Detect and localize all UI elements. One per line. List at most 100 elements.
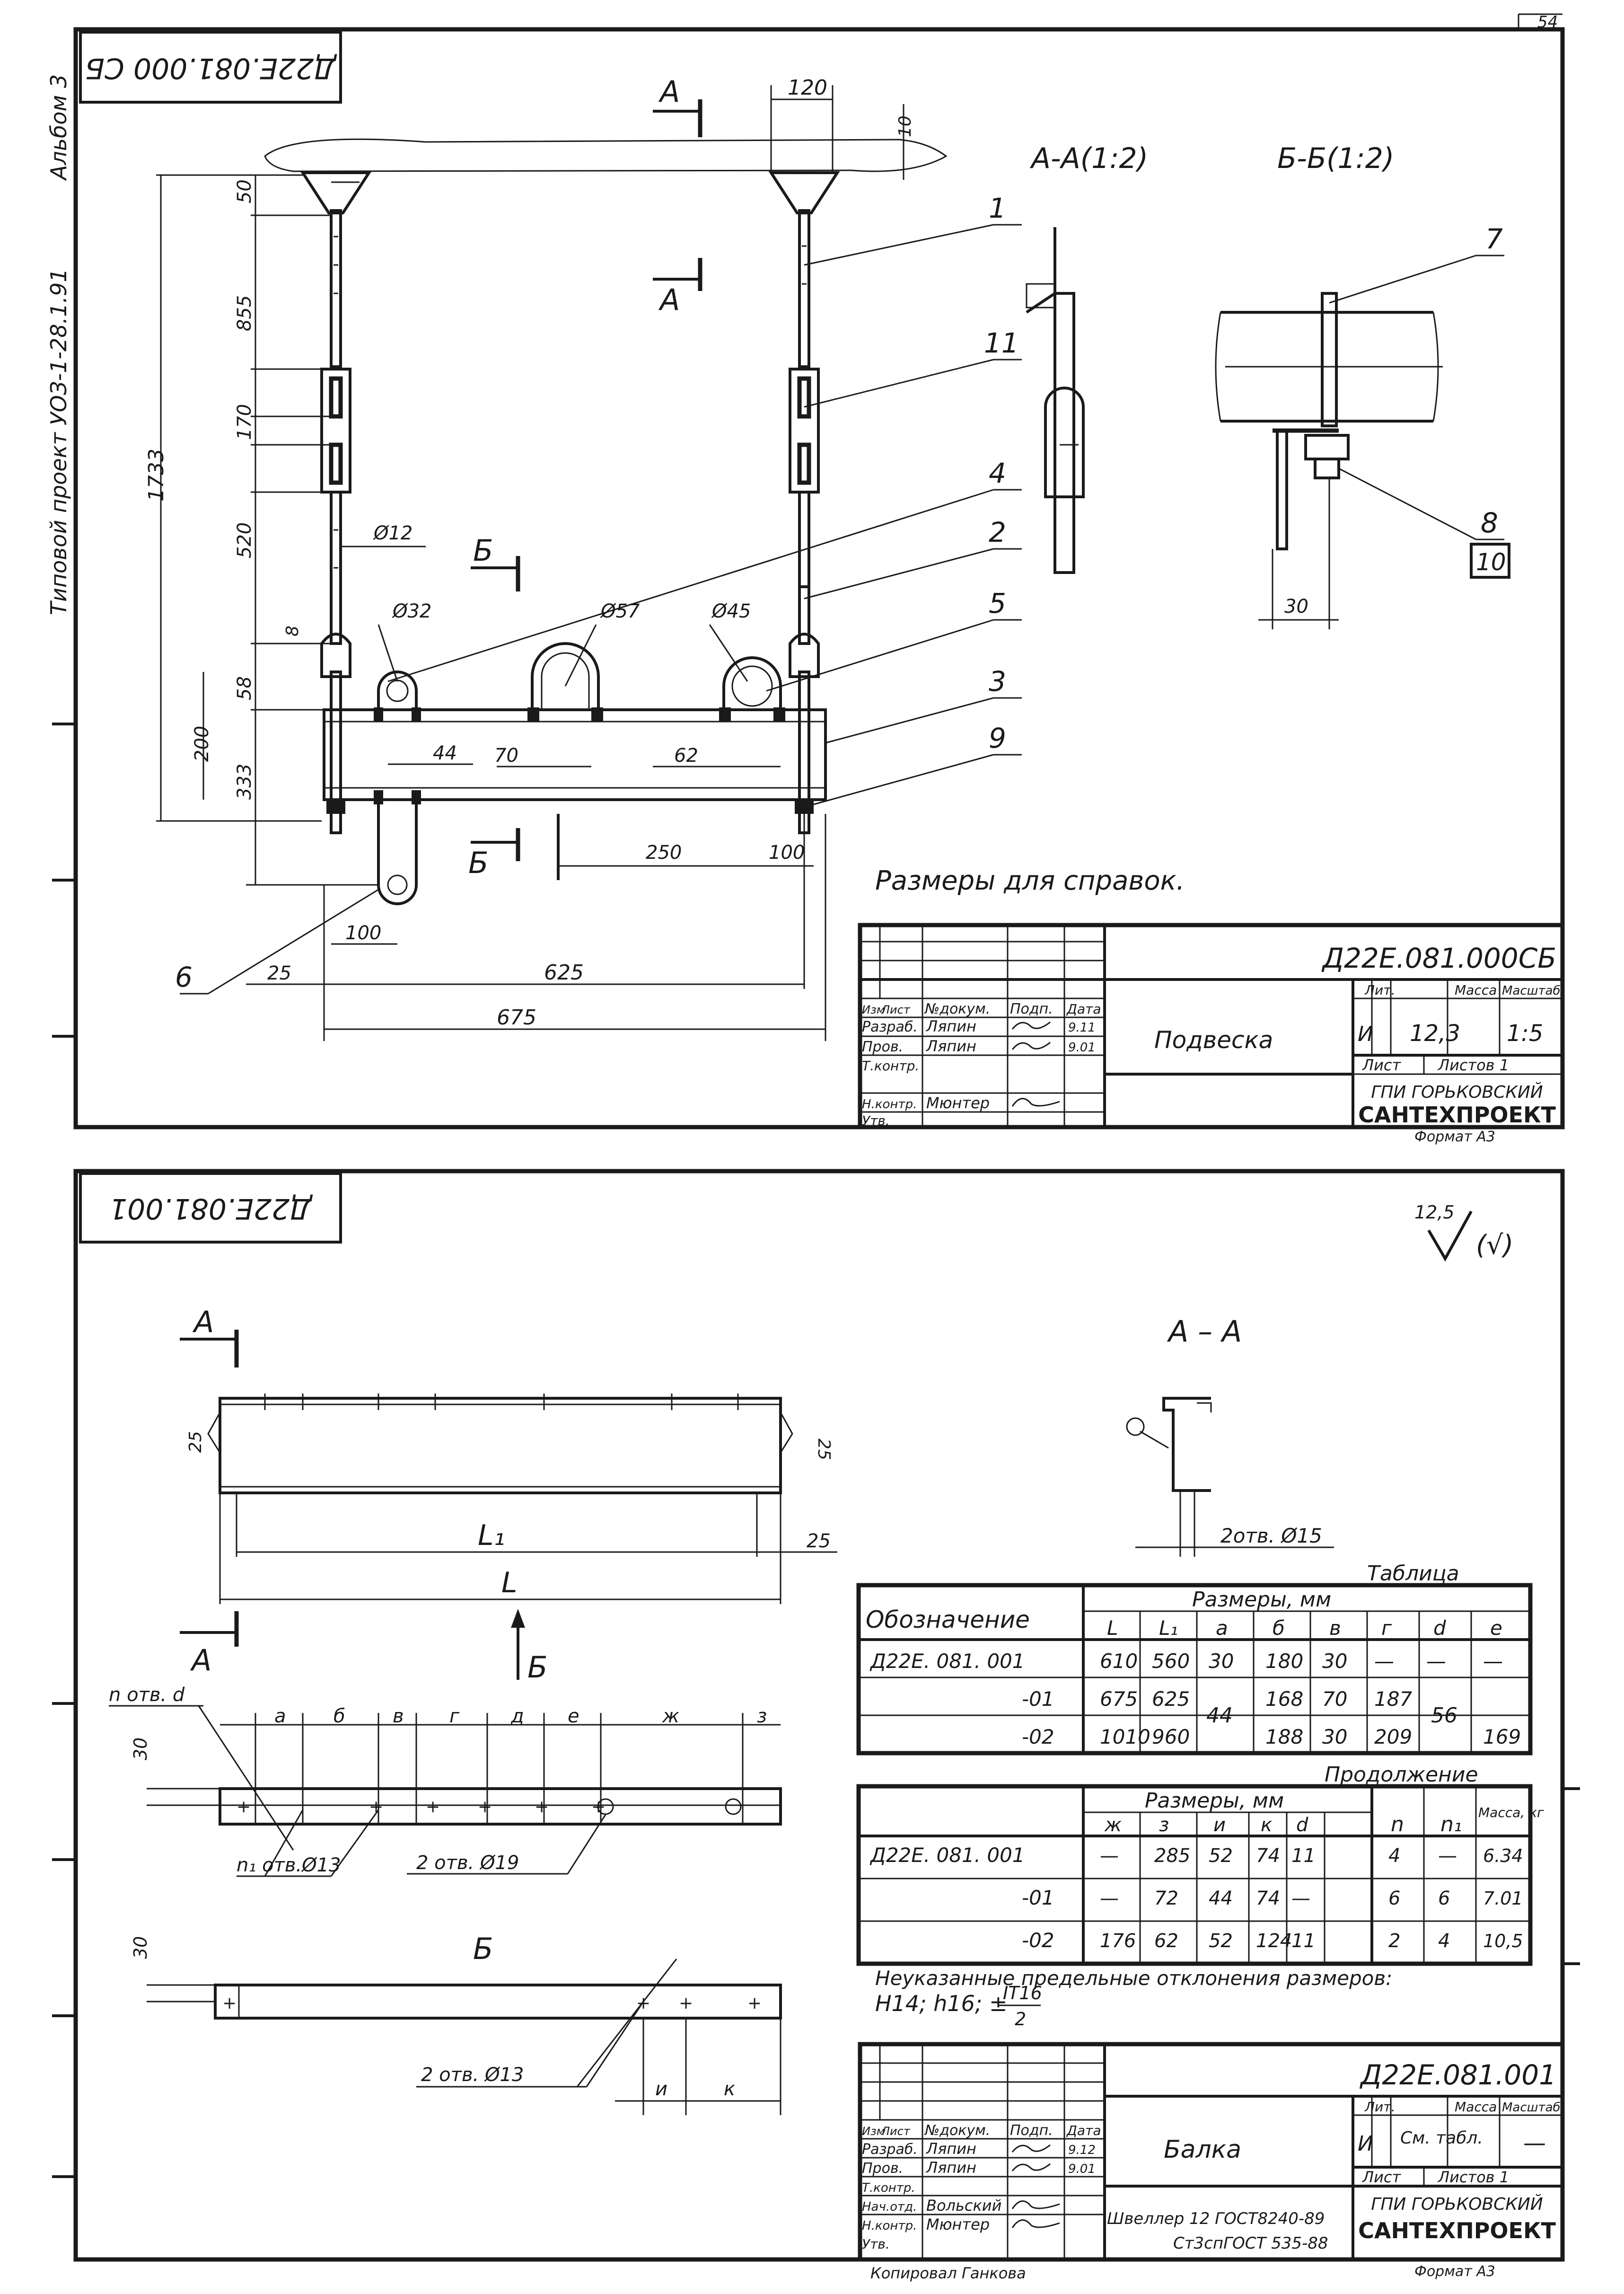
- u-bolt-medium: [527, 642, 603, 722]
- seg-a: а: [274, 1705, 286, 1727]
- left-ticks: [52, 723, 1580, 2178]
- tb-role-nkontr: Н.контр.: [862, 1097, 917, 1112]
- table2-row-1-col-4: —: [1291, 1888, 1310, 1909]
- plan-plus-5: +: [535, 1797, 549, 1817]
- pos-9: 9: [989, 722, 1006, 754]
- table2-row-0-col-4: 11: [1291, 1845, 1316, 1867]
- beam-plan-view: а б в г д е ж з 30 + + + + + + n отв. d …: [109, 1684, 782, 1877]
- btb-copied: Копировал Ганкова: [870, 2264, 1026, 2282]
- top-stamp-code: Д22Е.081.000 СБ: [85, 52, 337, 85]
- dim-333: 333: [234, 764, 255, 800]
- tb-scale: 1:5: [1507, 1020, 1543, 1047]
- table2-row-2-n: 2: [1388, 1930, 1400, 1952]
- right-hanger: [768, 171, 840, 834]
- btb-hdr-doc: №докум.: [924, 2122, 990, 2139]
- u-bolt-small: [374, 671, 421, 905]
- dim-58: 58: [234, 676, 255, 700]
- table1-row-0-col-7: —: [1483, 1650, 1503, 1673]
- table2-row-2-name: -02: [1022, 1929, 1054, 1952]
- table1-col-2: а: [1216, 1616, 1228, 1640]
- tb-name-razrab: Ляпин: [926, 1017, 976, 1035]
- section-aa-bottom: А – А 2отв. Ø15: [1126, 1314, 1334, 1557]
- tb-sheet-label: Лист: [1362, 1056, 1401, 1074]
- cut-b-label-b: Б: [527, 1650, 548, 1685]
- roughness-paren: (√): [1476, 1230, 1513, 1261]
- btb-date-1: 9.12: [1068, 2143, 1096, 2157]
- tolerance-note-text: Неуказанные предельные отклонения размер…: [875, 1967, 1392, 1990]
- table2-row-1-n: 6: [1388, 1888, 1400, 1909]
- pos-2: 2: [989, 516, 1006, 548]
- dim-100-right: 100: [769, 842, 805, 864]
- bottom-title-block: Изм Лист №докум. Подп. Дата Разраб. Пров…: [858, 2042, 1565, 2282]
- table1-row-0-name: Д22Е. 081. 001: [869, 1650, 1025, 1673]
- tb-hdr-sign: Подп.: [1010, 1001, 1053, 1017]
- table1-col-0: L: [1107, 1616, 1118, 1640]
- bsignature-3: [1011, 2200, 1060, 2209]
- dim-250: 250: [646, 842, 682, 864]
- bsignature-1: [1011, 2144, 1051, 2153]
- table1-head-sizes: Размеры, мм: [1192, 1588, 1331, 1612]
- btb-sheets-label: Листов 1: [1438, 2168, 1509, 2186]
- signature-1: [1011, 1021, 1051, 1030]
- dim-1733: 1733: [144, 449, 168, 502]
- view-b-label: Б: [473, 1932, 493, 1966]
- cut-b-bottom-label: Б: [468, 846, 489, 880]
- table1-merged-d: 56: [1431, 1703, 1457, 1728]
- table2-row-0-col-2: 52: [1209, 1845, 1233, 1867]
- dim-30-plan: 30: [130, 1738, 151, 1760]
- table2-row-0-name: Д22Е. 081. 001: [869, 1844, 1025, 1867]
- table2-caption: Продолжение: [1325, 1763, 1478, 1787]
- dim-10: 10: [895, 115, 915, 137]
- holes-19: 2 отв. Ø19: [416, 1852, 519, 1874]
- pos-1: 1: [989, 192, 1006, 224]
- btb-org1: ГПИ ГОРЬКОВСКИЙ: [1371, 2194, 1543, 2214]
- seg-b: б: [334, 1705, 345, 1727]
- dim-l: L: [501, 1566, 517, 1599]
- table2-row-2-col-2: 52: [1209, 1930, 1233, 1952]
- dim-u: и: [655, 2078, 667, 2100]
- dim-30-viewb: 30: [130, 1936, 151, 1959]
- table2-head-sizes: Размеры, мм: [1145, 1789, 1284, 1813]
- table2-row-2-col-0: 176: [1100, 1930, 1136, 1952]
- dim-25-l1: 25: [807, 1530, 831, 1552]
- table1-row-2-col-3: 188: [1265, 1725, 1303, 1748]
- table2-col-4: d: [1296, 1814, 1308, 1836]
- top-stamp: Д22Е.081.000 СБ: [79, 31, 342, 104]
- table1-row-0-col-1: 560: [1152, 1650, 1190, 1673]
- table1-col-1: L₁: [1159, 1616, 1178, 1640]
- table1-row-0-col-0: 610: [1100, 1650, 1138, 1673]
- table2-row-0-col-3: 74: [1256, 1845, 1280, 1867]
- tb-name-prov: Ляпин: [926, 1037, 976, 1055]
- table1-col-5: г: [1381, 1616, 1392, 1640]
- tolerance-frac-top: IT16: [1003, 1983, 1042, 2003]
- table1-row-2-col-5: 209: [1374, 1725, 1412, 1748]
- table2-row-2-col-3: 124: [1256, 1930, 1292, 1952]
- seg-zh: ж: [662, 1705, 679, 1727]
- dim-d45: Ø45: [711, 600, 751, 622]
- bottom-frame: [73, 1169, 1565, 2262]
- top-frame: [73, 27, 1565, 1129]
- table1-row-2-col-7: 169: [1483, 1725, 1521, 1748]
- btb-name-prov: Ляпин: [926, 2159, 976, 2177]
- cut-a-bottom-label-b: А: [190, 1643, 211, 1677]
- dim-30-bb: 30: [1284, 596, 1308, 618]
- table1-row-1-col-1: 625: [1152, 1687, 1190, 1711]
- section-aa-bottom-label: А – А: [1167, 1314, 1242, 1349]
- dim-50: 50: [234, 179, 255, 203]
- btb-name-nachotd: Вольский: [926, 2197, 1001, 2215]
- top-sheet: 54 Д22Е.081.000 СБ Типовой проект УОЗ-1-…: [46, 13, 1580, 2178]
- cut-a-bottom-label: А: [658, 282, 680, 317]
- holes-n-d: n отв. d: [109, 1684, 185, 1706]
- tb-lit: И: [1358, 1022, 1373, 1046]
- pos-5: 5: [989, 587, 1006, 619]
- beam-elevation: [323, 708, 827, 801]
- btb-hdr-date: Дата: [1066, 2123, 1101, 2138]
- table2-col-1: з: [1159, 1814, 1169, 1836]
- pos-11: 11: [984, 327, 1019, 359]
- table2-col-mass: Масса, кг: [1478, 1805, 1544, 1820]
- table2-col-n1: n₁: [1440, 1812, 1462, 1836]
- tb-hdr-izm: Изм: [862, 1003, 885, 1016]
